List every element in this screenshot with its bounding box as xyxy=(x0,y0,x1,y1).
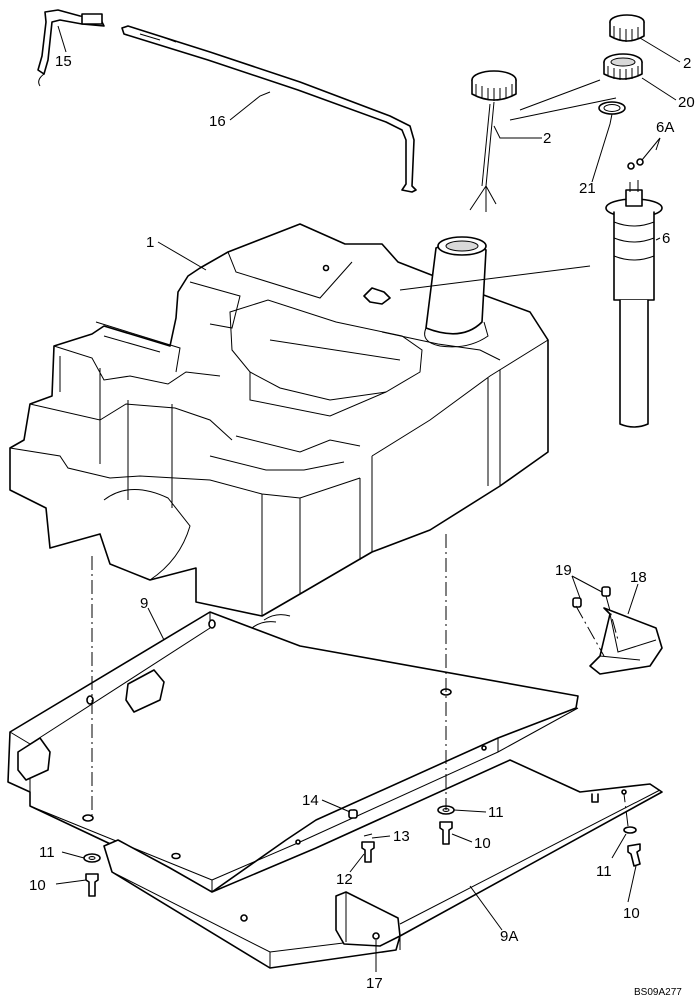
callout-9: 9 xyxy=(140,595,148,612)
callout-2-right: 2 xyxy=(683,55,691,72)
assembly-centerlines xyxy=(91,534,629,827)
callout-10-left: 10 xyxy=(29,877,46,894)
callout-21: 21 xyxy=(579,180,596,197)
callout-19: 19 xyxy=(555,562,572,579)
callout-6: 6 xyxy=(662,230,670,247)
callout-13: 13 xyxy=(393,828,410,845)
callout-11-right: 11 xyxy=(596,863,612,880)
drawing-reference-code: BS09A277 xyxy=(634,987,682,998)
callout-16: 16 xyxy=(209,113,226,130)
callout-12: 12 xyxy=(336,871,353,888)
skid-plate-upper xyxy=(7,611,579,893)
mounting-bracket xyxy=(572,586,663,675)
callout-labels: 15 16 2 2 20 21 6A 6 1 9 19 18 14 11 10 … xyxy=(29,53,695,992)
callout-20: 20 xyxy=(678,94,695,111)
tank-strap xyxy=(37,9,417,193)
fuel-level-sender xyxy=(605,158,663,428)
callout-2-left: 2 xyxy=(543,130,551,147)
skid-plate-lower xyxy=(103,759,663,969)
callout-17: 17 xyxy=(366,975,383,992)
fuel-tank xyxy=(9,223,549,629)
callout-1: 1 xyxy=(146,234,154,251)
callout-15: 15 xyxy=(55,53,72,70)
callout-10-center: 10 xyxy=(474,835,491,852)
fuel-cap-assembly xyxy=(598,14,645,115)
callout-18: 18 xyxy=(630,569,647,586)
callout-10-right: 10 xyxy=(623,905,640,922)
callout-14: 14 xyxy=(302,792,319,809)
callout-6a: 6A xyxy=(656,119,674,136)
callout-11-left: 11 xyxy=(39,844,55,861)
fasteners xyxy=(83,805,641,897)
callout-9a: 9A xyxy=(500,928,518,945)
fuel-cap-with-strap xyxy=(469,70,517,212)
leader-lines xyxy=(55,25,681,972)
callout-11-center: 11 xyxy=(488,804,504,821)
